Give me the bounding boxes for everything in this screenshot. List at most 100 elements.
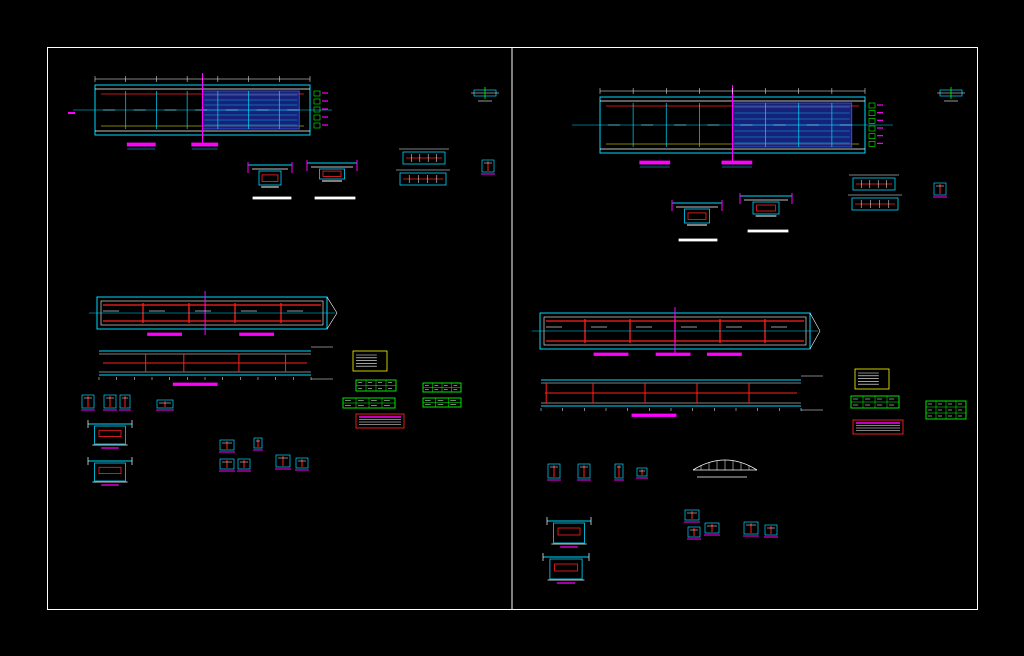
pier-detail-5 — [577, 463, 591, 481]
beam-title-bar — [593, 352, 629, 356]
plan-tag — [313, 90, 321, 97]
joint-detail-9 — [704, 522, 720, 536]
beam-end-left — [326, 296, 338, 314]
joint-detail-5 — [275, 454, 291, 470]
plan-tag — [313, 114, 321, 121]
detail-outline — [119, 394, 131, 409]
long-beam-elevation — [532, 307, 821, 356]
section-box — [684, 208, 710, 224]
note-outline — [355, 413, 405, 429]
long-beam-elevation — [89, 291, 338, 336]
small-beam-detail — [396, 169, 450, 186]
abut-red — [98, 429, 122, 437]
detail-outline — [687, 526, 701, 538]
beam-end-right — [809, 330, 821, 350]
bar-schedule-f — [925, 400, 967, 420]
detail-outline — [577, 463, 591, 479]
beam-outline — [402, 151, 446, 165]
section-red — [756, 204, 776, 212]
pier-detail-2 — [103, 394, 117, 411]
plan-tag — [868, 141, 876, 147]
beam-outline — [399, 172, 447, 186]
cross-section-c — [671, 200, 723, 226]
detail-outline — [219, 439, 235, 451]
beam-outline — [852, 177, 896, 191]
legend-outline — [352, 350, 388, 372]
sheet-left[interactable] — [68, 73, 499, 486]
corner-detail-r — [933, 182, 947, 198]
section-a-title — [252, 196, 292, 200]
beam-profile — [98, 346, 333, 386]
detail-outline — [547, 463, 561, 479]
bearing-detail-r — [636, 467, 648, 479]
joint-detail-3 — [219, 458, 235, 472]
note-block — [852, 419, 904, 435]
abut-red — [554, 563, 578, 572]
abut-body — [94, 462, 126, 482]
key-plan — [937, 87, 965, 102]
small-beam-detail — [848, 194, 902, 211]
joint-detail-1 — [219, 439, 235, 453]
pier-detail-3 — [119, 394, 131, 411]
small-beam-detail — [849, 174, 899, 191]
plan-tag — [313, 122, 321, 129]
detail-outline — [219, 458, 235, 470]
section-red — [261, 174, 279, 182]
pier-detail-4 — [547, 463, 561, 481]
plan-title-bar — [126, 142, 156, 147]
beam-title-bar — [655, 352, 691, 356]
plan-title-bar — [639, 160, 671, 165]
abut-body — [549, 558, 583, 580]
section-d-title — [747, 229, 789, 233]
section-box — [319, 168, 345, 180]
beam-title-bar — [147, 332, 183, 336]
section-c-title — [678, 238, 718, 242]
long-plan-view — [572, 85, 893, 168]
detail-outline — [704, 522, 720, 534]
key-plan — [471, 87, 499, 102]
pier-detail-6 — [614, 463, 624, 481]
detail-outline — [764, 524, 778, 536]
abut-red — [557, 527, 581, 536]
detail-outline — [275, 454, 291, 468]
beam-outline — [851, 197, 899, 211]
abut-body — [553, 522, 585, 544]
corner-detail — [481, 159, 495, 175]
cross-section-a — [247, 162, 293, 188]
plan-tag — [868, 102, 876, 109]
bar-schedule-a — [355, 379, 397, 392]
legend-block — [854, 368, 890, 390]
plan-title-bar — [191, 142, 219, 147]
abut-body — [94, 425, 126, 445]
profile-title-bar — [172, 382, 218, 386]
detail-outline — [237, 458, 251, 470]
pier-detail-1 — [81, 394, 95, 411]
beam-title-bar — [239, 332, 275, 336]
plan-tag — [868, 125, 876, 132]
abut-red — [98, 466, 122, 474]
detail-outline — [636, 467, 648, 477]
arch-diagram — [692, 459, 758, 478]
abutment-detail — [87, 457, 133, 486]
small-beam-detail — [399, 148, 449, 165]
section-box — [258, 170, 282, 186]
legend-outline — [854, 368, 890, 390]
section-box — [752, 201, 780, 215]
bar-schedule-c — [422, 382, 462, 393]
sheet-right[interactable] — [532, 85, 967, 584]
abutment-detail — [87, 420, 133, 449]
long-plan-view — [73, 73, 332, 150]
plan-title-bar — [721, 160, 753, 165]
bar-schedule-e — [850, 395, 900, 409]
detail-outline — [933, 182, 947, 196]
section-b-title — [314, 196, 356, 200]
joint-detail-4 — [237, 458, 251, 472]
detail-outline — [253, 437, 263, 449]
beam-end-left — [809, 312, 821, 332]
plan-tag — [868, 110, 876, 116]
detail-outline — [684, 509, 700, 521]
legend-block — [352, 350, 388, 372]
plan-tag — [313, 98, 321, 105]
